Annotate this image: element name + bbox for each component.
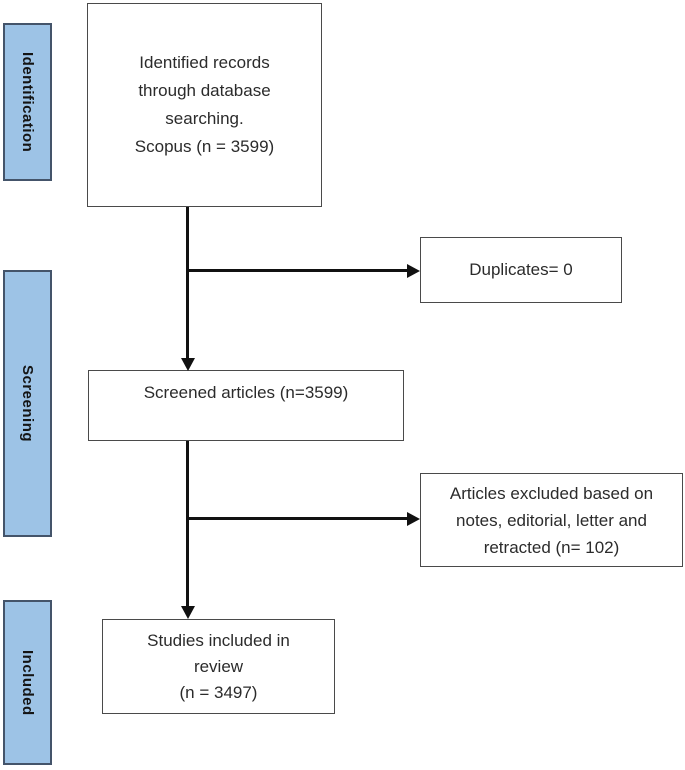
stage-label-included-text: Included [19, 649, 36, 716]
connector-identified-to-duplicates [186, 269, 408, 272]
node-identified-records-text: Identified records through database sear… [134, 53, 275, 156]
node-screened-articles: Screened articles (n=3599) [88, 370, 404, 441]
connector-screened-to-excluded [186, 517, 408, 520]
arrowhead-down-screened [180, 358, 195, 371]
stage-label-included: Included [3, 600, 52, 765]
arrowhead-right-excluded [407, 511, 420, 526]
stage-label-screening: Screening [3, 270, 52, 537]
arrowhead-down-included [180, 606, 195, 619]
node-studies-included-text: Studies included in review (n = 3497) [147, 630, 290, 702]
connector-identified-to-screened [186, 207, 189, 359]
arrowhead-right-duplicates [407, 263, 420, 278]
node-duplicates-text: Duplicates= 0 [469, 260, 573, 279]
node-articles-excluded: Articles excluded based on notes, editor… [420, 473, 683, 567]
node-identified-records: Identified records through database sear… [87, 3, 322, 207]
stage-label-identification-text: Identification [19, 51, 36, 153]
node-articles-excluded-text: Articles excluded based on notes, editor… [449, 483, 654, 557]
node-duplicates: Duplicates= 0 [420, 237, 622, 303]
node-studies-included: Studies included in review (n = 3497) [102, 619, 335, 714]
node-screened-articles-text: Screened articles (n=3599) [143, 383, 349, 402]
stage-label-screening-text: Screening [19, 364, 36, 443]
stage-label-identification: Identification [3, 23, 52, 181]
connector-screened-to-included [186, 441, 189, 607]
